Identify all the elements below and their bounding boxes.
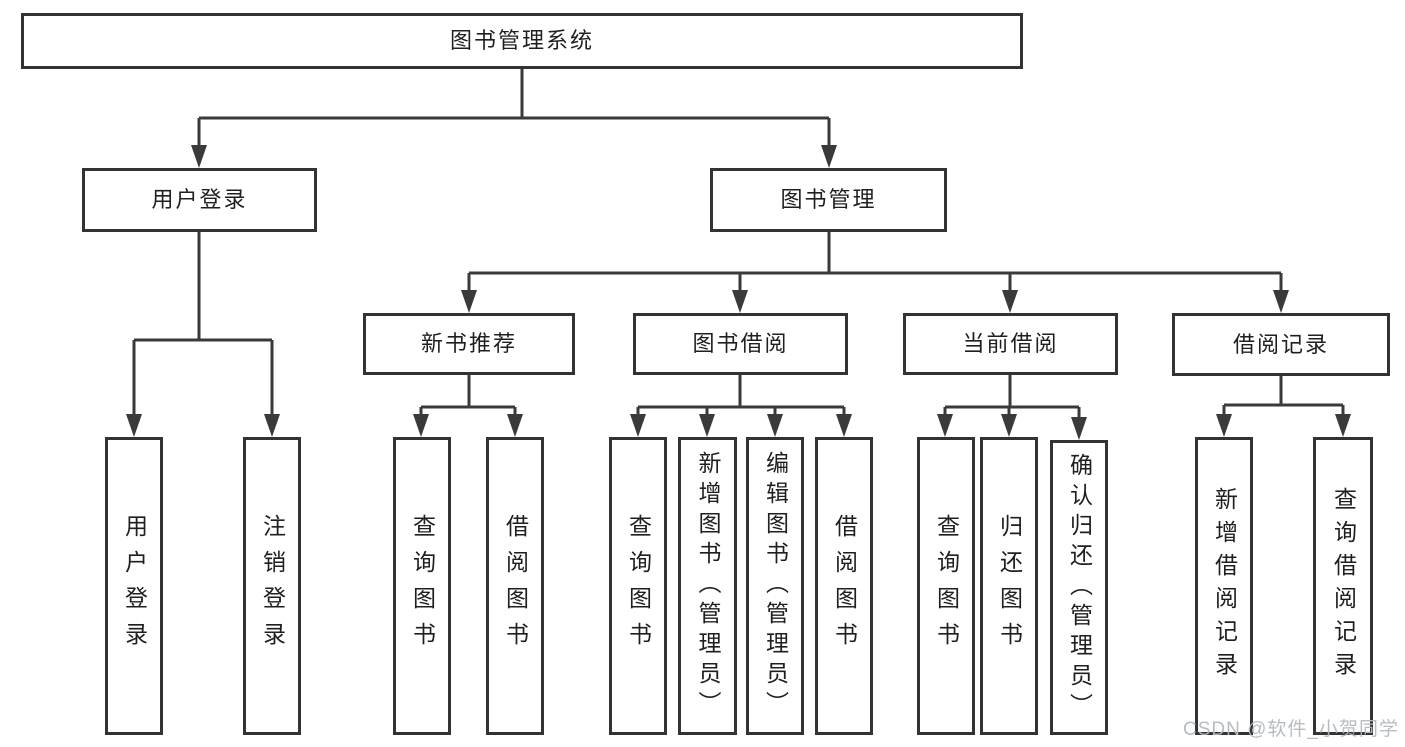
arrowhead [767, 414, 783, 437]
leaf-return-book: 归还图书 [980, 437, 1038, 735]
node-new-book-recommendation: 新书推荐 [363, 313, 575, 375]
arrowhead [1071, 417, 1087, 440]
leaf-borrow-book: 借阅图书 [815, 437, 873, 735]
node-book-management: 图书管理 [710, 168, 947, 232]
arrowhead [1001, 414, 1017, 437]
arrowhead [1335, 414, 1351, 437]
arrowhead [699, 414, 715, 437]
leaf-label: 用户登录 [121, 514, 148, 658]
leaf-query-book-current: 查询图书 [917, 437, 975, 735]
node-book-borrowing: 图书借阅 [633, 313, 848, 375]
leaf-label: 确认归还（管理员） [1066, 452, 1093, 723]
node-library-management-system: 图书管理系统 [21, 13, 1023, 69]
leaf-user-login: 用户登录 [105, 437, 163, 735]
arrowhead [836, 414, 852, 437]
leaf-label: 查询图书 [625, 514, 652, 658]
leaf-logout: 注销登录 [243, 437, 301, 735]
leaf-label: 归还图书 [996, 514, 1023, 658]
node-label: 新书推荐 [420, 331, 517, 356]
node-borrowing-records: 借阅记录 [1172, 313, 1390, 376]
leaf-borrow-book-recommend: 借阅图书 [486, 437, 544, 735]
leaf-label: 查询借阅记录 [1330, 487, 1357, 685]
arrowhead [1216, 414, 1232, 437]
arrowhead [191, 145, 207, 168]
arrowhead [507, 414, 523, 437]
node-label: 当前借阅 [962, 331, 1059, 356]
arrowhead [937, 414, 953, 437]
leaf-label: 借阅图书 [831, 514, 858, 658]
node-label: 图书管理 [780, 187, 877, 212]
leaf-edit-book-admin: 编辑图书（管理员） [746, 437, 804, 735]
node-current-borrowing: 当前借阅 [903, 313, 1118, 375]
arrowhead [264, 414, 280, 437]
arrowhead [630, 414, 646, 437]
leaf-query-borrow-record: 查询借阅记录 [1313, 437, 1373, 735]
arrowhead [732, 290, 748, 313]
arrowhead [461, 290, 477, 313]
node-label: 图书借阅 [692, 331, 789, 356]
leaf-label: 新增借阅记录 [1211, 487, 1238, 685]
leaf-add-borrow-record: 新增借阅记录 [1195, 437, 1253, 735]
arrowhead [413, 414, 429, 437]
leaf-label: 查询图书 [409, 514, 436, 658]
leaf-confirm-return-admin: 确认归还（管理员） [1050, 440, 1108, 735]
leaf-label: 查询图书 [933, 514, 960, 658]
leaf-label: 注销登录 [259, 514, 286, 658]
leaf-query-book-recommend: 查询图书 [393, 437, 451, 735]
node-label: 借阅记录 [1232, 331, 1329, 357]
leaf-label: 编辑图书（管理员） [762, 451, 789, 721]
node-user-login: 用户登录 [82, 168, 317, 232]
leaf-add-book-admin: 新增图书（管理员） [678, 437, 737, 735]
arrowhead [821, 145, 837, 168]
arrowhead [1273, 290, 1289, 313]
arrowhead [1002, 290, 1018, 313]
arrowhead [126, 414, 142, 437]
leaf-query-book-borrow: 查询图书 [609, 437, 667, 735]
leaf-label: 新增图书（管理员） [695, 451, 721, 721]
node-label: 用户登录 [151, 187, 248, 212]
csdn-watermark: CSDN @软件_小贺同学 [1183, 719, 1399, 740]
leaf-label: 借阅图书 [502, 514, 529, 658]
node-label: 图书管理系统 [449, 28, 594, 53]
